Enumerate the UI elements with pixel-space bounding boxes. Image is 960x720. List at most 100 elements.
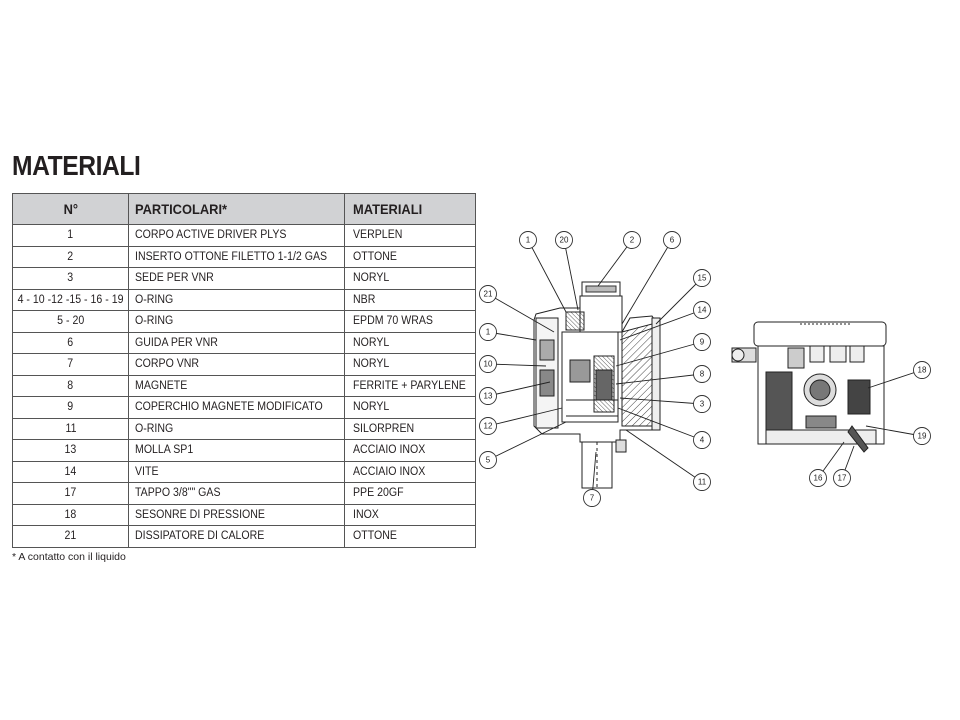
callout-label: 11 [698, 478, 707, 487]
section-view [533, 281, 661, 489]
callout-leader [527, 239, 567, 313]
callout-leader [487, 363, 547, 367]
callout-leader [487, 421, 567, 461]
part-name-cell: COPERCHIO MAGNETE MODIFICATO [128, 396, 345, 419]
callout-label: 1 [486, 328, 491, 337]
callout-label: 9 [700, 338, 705, 347]
callout-label: 15 [698, 274, 707, 283]
callout-label: 13 [484, 392, 493, 401]
callout-bubble [913, 361, 931, 379]
part-number-cell: 13 [11, 439, 130, 462]
header-material: MATERIALI [343, 193, 477, 225]
callout-leader [619, 309, 703, 341]
material-cell: OTTONE [343, 525, 477, 548]
callout-bubble [693, 395, 711, 413]
callout-label: 21 [484, 290, 493, 299]
part-number-cell: 21 [11, 525, 130, 548]
callout-leader [487, 381, 551, 397]
part-name-cell: O-RING [128, 288, 345, 311]
callout-label: 17 [838, 474, 847, 483]
callout-leader [617, 407, 703, 441]
material-cell: NORYL [343, 331, 477, 354]
callout-bubble [519, 231, 537, 249]
callout-bubble [583, 489, 601, 507]
material-cell: NBR [343, 288, 477, 311]
header-number: N° [11, 193, 130, 225]
part-number-cell: 4 - 10 -12 -15 - 16 - 19 [11, 288, 130, 311]
callout-bubble [479, 417, 497, 435]
part-number-cell: 8 [11, 374, 130, 397]
part-name-cell: INSERTO OTTONE FILETTO 1-1/2 GAS [128, 245, 345, 268]
callout-leader [487, 407, 563, 427]
callout-leader [625, 429, 703, 483]
part-name-cell: O-RING [128, 310, 345, 333]
part-name-cell: VITE [128, 460, 345, 483]
part-number-cell: 9 [11, 396, 130, 419]
part-number-cell: 17 [11, 482, 130, 505]
callout-leader [619, 397, 703, 405]
callout-label: 12 [484, 422, 493, 431]
part-number-cell: 6 [11, 331, 130, 354]
material-cell: FERRITE + PARYLENE [343, 374, 477, 397]
callout-leader [615, 373, 703, 385]
part-number-cell: 5 - 20 [11, 310, 130, 333]
part-number-cell: 2 [11, 245, 130, 268]
callout-leader [597, 239, 633, 287]
callout-bubble [479, 451, 497, 469]
part-number-cell: 3 [11, 267, 130, 290]
material-cell: INOX [343, 503, 477, 526]
callout-bubble [555, 231, 573, 249]
material-cell: NORYL [343, 267, 477, 290]
material-cell: OTTONE [343, 245, 477, 268]
material-cell: NORYL [343, 396, 477, 419]
part-name-cell: MAGNETE [128, 374, 345, 397]
callout-label: 18 [918, 366, 927, 375]
part-number-cell: 1 [11, 224, 130, 247]
footnote: * A contatto con il liquido [12, 551, 126, 563]
callout-leader [487, 293, 555, 333]
callout-label: 6 [670, 236, 675, 245]
callout-label: 4 [700, 436, 705, 445]
callout-leader [621, 239, 673, 325]
callout-label: 16 [814, 474, 823, 483]
callout-bubble [693, 473, 711, 491]
material-cell: ACCIAIO INOX [343, 460, 477, 483]
material-cell: SILORPREN [343, 417, 477, 440]
header-part: PARTICOLARI* [128, 193, 345, 225]
callout-bubble [693, 269, 711, 287]
part-name-cell: CORPO VNR [128, 353, 345, 376]
part-name-cell: SEDE PER VNR [128, 267, 345, 290]
part-name-cell: TAPPO 3/8"" GAS [128, 482, 345, 505]
part-number-cell: 18 [11, 503, 130, 526]
part-name-cell: DISSIPATORE DI CALORE [128, 525, 345, 548]
material-cell: PPE 20GF [343, 482, 477, 505]
part-name-cell: GUIDA PER VNR [128, 331, 345, 354]
callout-bubble [833, 469, 851, 487]
callout-bubble [693, 301, 711, 319]
material-cell: VERPLEN [343, 224, 477, 247]
callout-label: 19 [918, 432, 927, 441]
part-name-cell: MOLLA SP1 [128, 439, 345, 462]
part-number-cell: 7 [11, 353, 130, 376]
part-name-cell: O-RING [128, 417, 345, 440]
callout-leader [655, 277, 703, 325]
callout-leader [615, 341, 703, 367]
callout-bubble [479, 387, 497, 405]
callout-bubble [663, 231, 681, 249]
callout-bubble [623, 231, 641, 249]
part-name-cell: SESONRE DI PRESSIONE [128, 503, 345, 526]
callout-bubble [479, 285, 497, 303]
